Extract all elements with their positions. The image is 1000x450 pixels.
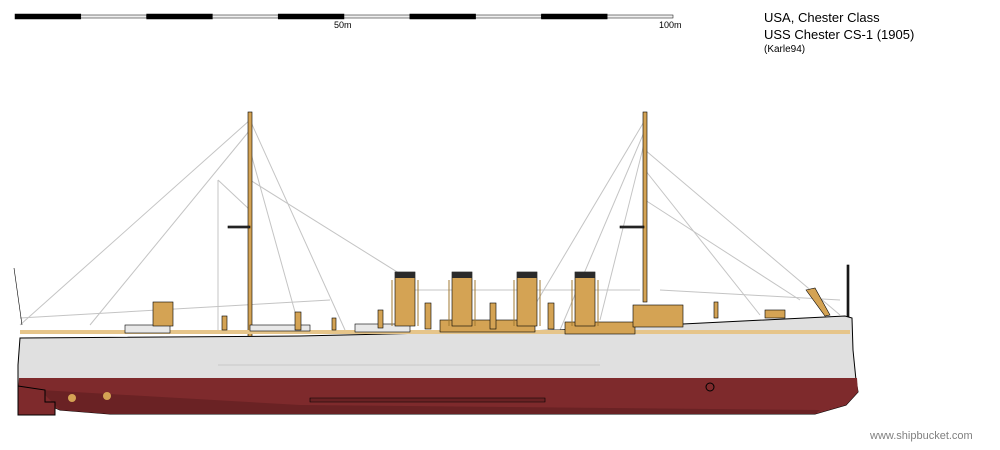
masts bbox=[13, 111, 850, 359]
author-credit: (Karle94) bbox=[764, 44, 806, 55]
watermark: www.shipbucket.com bbox=[870, 430, 973, 442]
ship-name: USS Chester CS-1 (1905) bbox=[764, 27, 915, 42]
scale-segment bbox=[146, 13, 213, 20]
hull bbox=[17, 315, 859, 416]
funnel bbox=[571, 271, 599, 327]
funnel bbox=[513, 271, 541, 327]
jackstaff bbox=[846, 264, 850, 318]
scale-segment bbox=[277, 13, 345, 20]
scale-label-50m: 50m bbox=[334, 20, 352, 30]
scale-segment bbox=[80, 14, 147, 19]
superstructure bbox=[20, 287, 850, 335]
ship-nation-class: USA, Chester Class bbox=[764, 10, 880, 25]
scale-segment bbox=[212, 14, 279, 19]
scale-bar bbox=[14, 13, 674, 20]
scale-segment bbox=[14, 13, 82, 20]
main-mast bbox=[247, 111, 253, 359]
scale-segment bbox=[541, 13, 608, 20]
funnel bbox=[391, 271, 419, 327]
scale-label-100m: 100m bbox=[659, 20, 682, 30]
funnels bbox=[391, 271, 599, 327]
ventilators bbox=[221, 301, 719, 331]
rigging bbox=[19, 119, 841, 331]
fore-mast bbox=[642, 111, 648, 303]
scale-segment bbox=[343, 14, 411, 19]
funnel bbox=[448, 271, 476, 327]
scale-segment bbox=[475, 14, 542, 19]
scale-segment bbox=[409, 13, 476, 20]
scale-segment bbox=[606, 14, 674, 19]
